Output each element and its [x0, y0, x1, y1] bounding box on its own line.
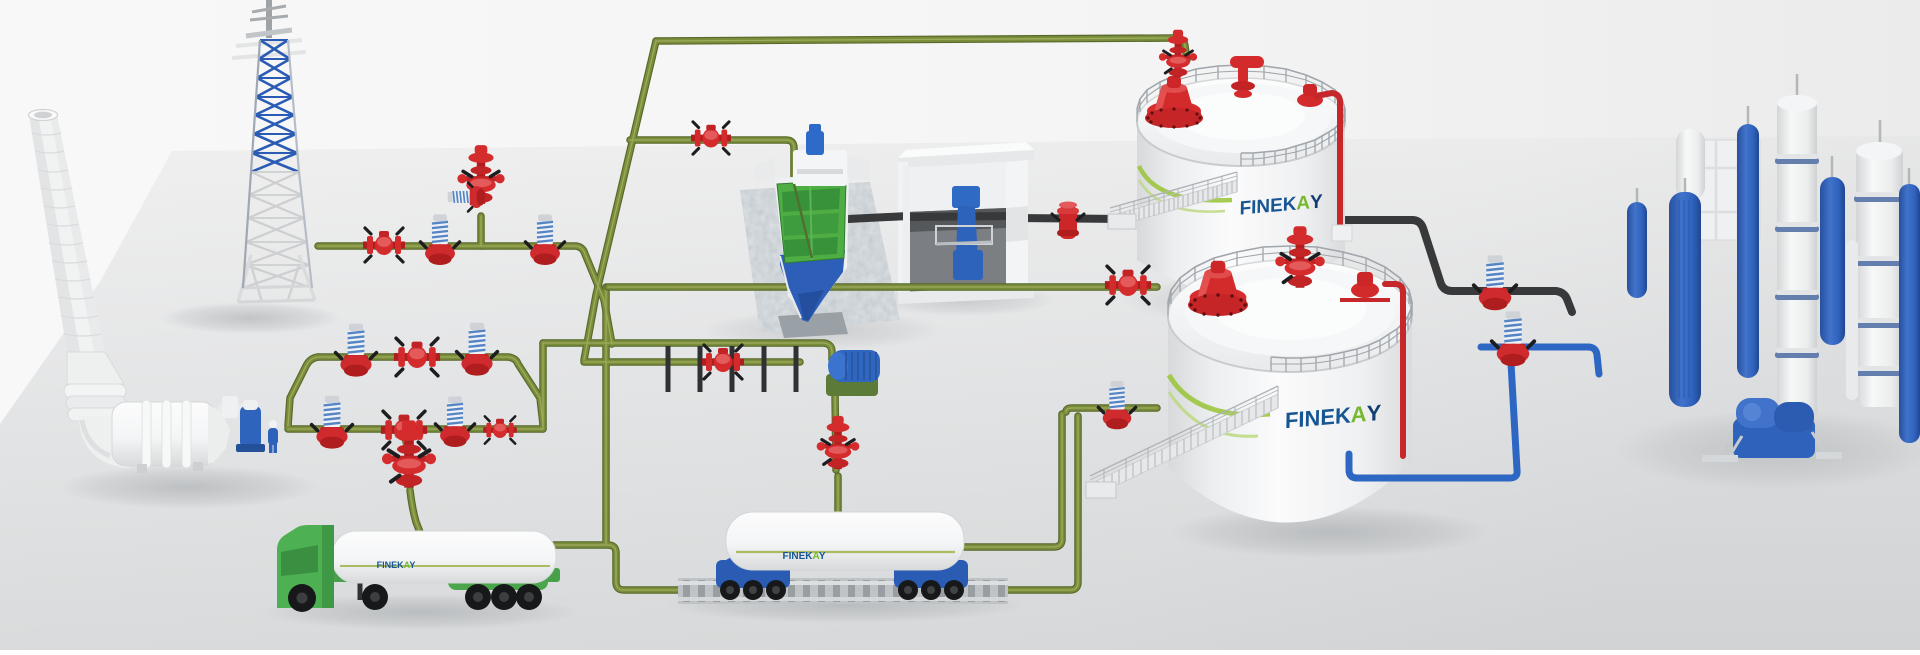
- svg-text:FINEKAY: FINEKAY: [783, 551, 826, 562]
- svg-text:FINEKAY: FINEKAY: [377, 560, 416, 570]
- svg-text:FINEKAY: FINEKAY: [1285, 400, 1382, 434]
